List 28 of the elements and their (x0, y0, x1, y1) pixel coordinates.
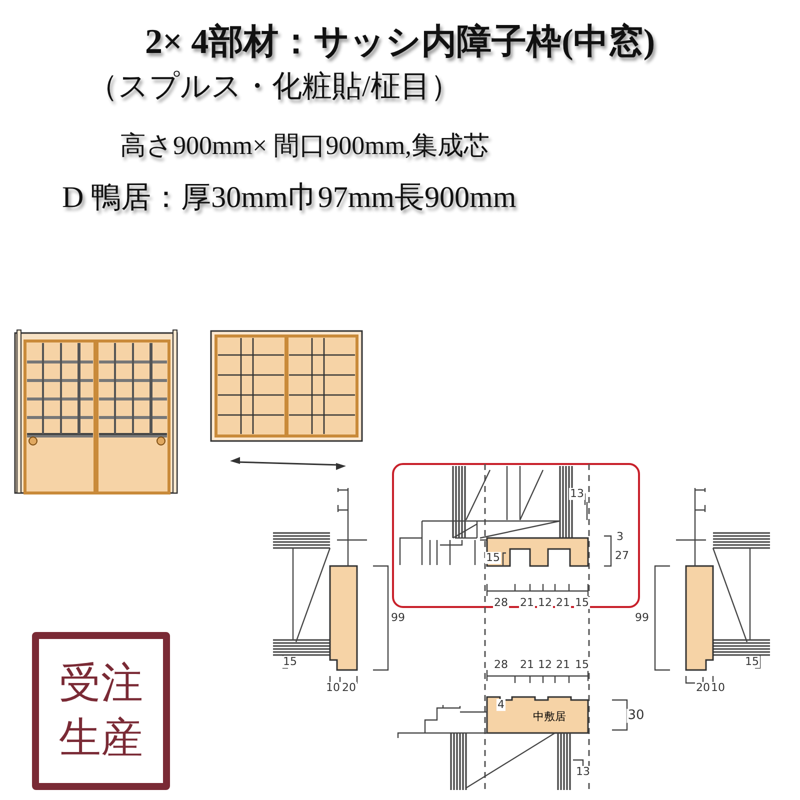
dimension-label: 12 (537, 596, 553, 610)
dimension-label: 30 (626, 708, 646, 724)
subtitle: （スプルス・化粧貼/柾目） (88, 69, 460, 105)
dimension-label: 3 (616, 530, 624, 544)
dimension-label: 15 (744, 656, 760, 668)
dimension-label: 15 (574, 596, 590, 610)
dimension-label: 28 (493, 658, 509, 672)
dimension-label: 28 (493, 596, 509, 610)
dimension-label: 20 (341, 682, 357, 694)
part-name: 中敷居 (533, 709, 566, 724)
dimension-label: 21 (555, 596, 571, 610)
dimension-label: 20 (695, 682, 711, 694)
stamp-box (32, 632, 170, 790)
dimension-label: 10 (710, 682, 726, 694)
spec-text: 高さ900mm× 間口900mm,集成芯 (120, 130, 490, 162)
dimension-label: 10 (325, 682, 341, 694)
dimension-label: 15 (282, 656, 298, 668)
title: 2× 4部材：サッシ内障子枠(中窓) (145, 21, 655, 63)
dimension-label: 13 (569, 488, 585, 500)
dimension-label: 13 (575, 766, 591, 778)
dimension-label: 99 (390, 612, 406, 624)
dimension-label: 15 (574, 658, 590, 672)
dimension-label: 99 (634, 612, 650, 624)
dimension-label: 21 (519, 596, 535, 610)
dimension-label: 15 (485, 552, 501, 564)
spec-text: D 鴨居：厚30mm巾97mm長900mm (62, 180, 516, 216)
stamp-text: 受注生産 (58, 657, 144, 764)
dimension-label: 4 (496, 698, 506, 712)
